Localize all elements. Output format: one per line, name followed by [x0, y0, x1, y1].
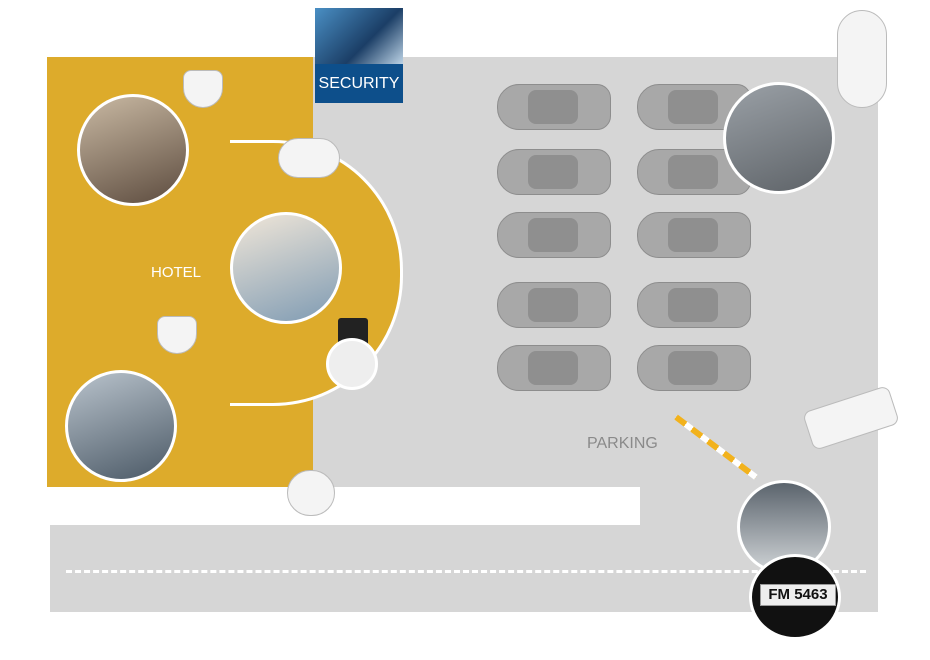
security-operator-image — [315, 8, 403, 64]
security-room[interactable]: SECURITY — [315, 8, 403, 103]
dome-camera-icon[interactable] — [183, 70, 223, 108]
fisheye-camera-icon[interactable] — [278, 138, 340, 178]
access-card-view — [326, 338, 378, 390]
license-plate-text: FM 5463 — [760, 584, 836, 606]
dome-camera-icon[interactable] — [287, 470, 335, 516]
parking-overview-view — [723, 82, 835, 194]
hotel-corridor-view — [77, 94, 189, 206]
parked-car — [497, 149, 611, 195]
parked-car — [637, 282, 751, 328]
parked-car — [637, 149, 751, 195]
dome-camera-icon[interactable] — [157, 316, 197, 354]
security-label: SECURITY — [318, 75, 400, 92]
parking-label: PARKING — [587, 435, 658, 452]
ptz-camera-icon[interactable] — [837, 10, 887, 108]
parked-car — [497, 345, 611, 391]
road-lane-marking — [66, 570, 866, 573]
hotel-reception-view — [230, 212, 342, 324]
parked-car — [497, 212, 611, 258]
parked-car — [637, 212, 751, 258]
hotel-label: HOTEL — [151, 264, 202, 281]
parked-car — [637, 345, 751, 391]
parked-car — [497, 282, 611, 328]
hotel-kitchen-view — [65, 370, 177, 482]
parked-car — [497, 84, 611, 130]
